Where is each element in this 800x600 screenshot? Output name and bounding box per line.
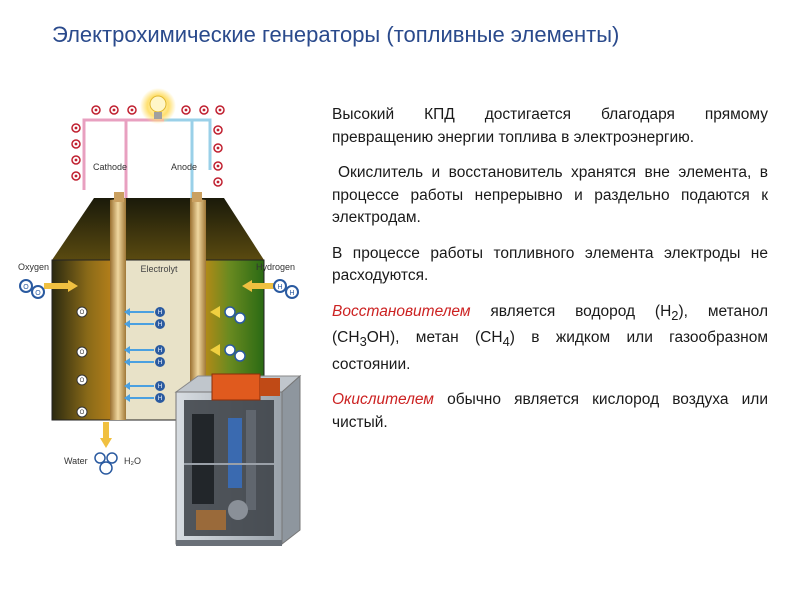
svg-text:O: O xyxy=(35,290,41,297)
slide-title: Электрохимические генераторы (топливные … xyxy=(52,22,620,47)
svg-text:H: H xyxy=(289,290,294,297)
paragraph-storage: Окислитель и восстановитель хранятся вне… xyxy=(332,164,768,226)
svg-text:O: O xyxy=(23,284,29,291)
circuit-wire-cathode xyxy=(82,118,128,198)
paragraph-oxidants: Окислителем обычно является кислород воз… xyxy=(332,391,768,431)
svg-text:O: O xyxy=(80,410,85,416)
oxygen-ions xyxy=(76,306,88,418)
paragraph-efficiency: Высокий КПД достигается благодаря прямом… xyxy=(332,106,768,146)
svg-text:H: H xyxy=(158,348,162,354)
h2o-label: H₂O xyxy=(124,456,141,466)
burner-block xyxy=(211,373,261,401)
svg-text:H: H xyxy=(158,360,162,366)
svg-text:O: O xyxy=(80,310,85,316)
svg-text:O: O xyxy=(80,350,85,356)
oxygen-label: Oxygen xyxy=(18,262,49,272)
hydrogen-molecule-icon: H H xyxy=(273,279,299,299)
reductant-term: Восстановителем xyxy=(332,302,471,320)
cell-top xyxy=(52,198,264,260)
proton-ions xyxy=(155,307,165,403)
water-molecule-icon xyxy=(94,452,118,475)
anode-label: Anode xyxy=(171,162,197,172)
electron-markers xyxy=(71,105,225,187)
paragraph-reductants: Восстановителем является водород (H2), м… xyxy=(332,302,769,373)
circuit-wire-anode xyxy=(190,118,212,198)
svg-text:H: H xyxy=(158,310,162,316)
paragraph-electrodes: В процессе работы топливного элемента эл… xyxy=(332,244,768,285)
svg-text:O: O xyxy=(80,378,85,384)
hydrogen-label: Hydrogen xyxy=(256,262,295,272)
electrolyte-label: Electrolyt xyxy=(140,264,178,274)
oxygen-molecule-icon: O O xyxy=(19,279,45,299)
svg-text:H: H xyxy=(158,396,162,402)
cathode-electrode xyxy=(110,198,126,420)
svg-text:H: H xyxy=(158,322,162,328)
anode-electrode xyxy=(190,198,206,420)
text-content: Высокий КПД достигается благодаря прямом… xyxy=(332,104,768,434)
cathode-label: Cathode xyxy=(93,162,127,172)
oxidant-term: Окислителем xyxy=(332,391,434,409)
svg-text:H: H xyxy=(158,384,162,390)
water-label: Water xyxy=(64,456,88,466)
proton-arrows xyxy=(130,311,154,399)
svg-text:H: H xyxy=(277,284,282,291)
fuel-cell-unit-image xyxy=(174,373,302,546)
